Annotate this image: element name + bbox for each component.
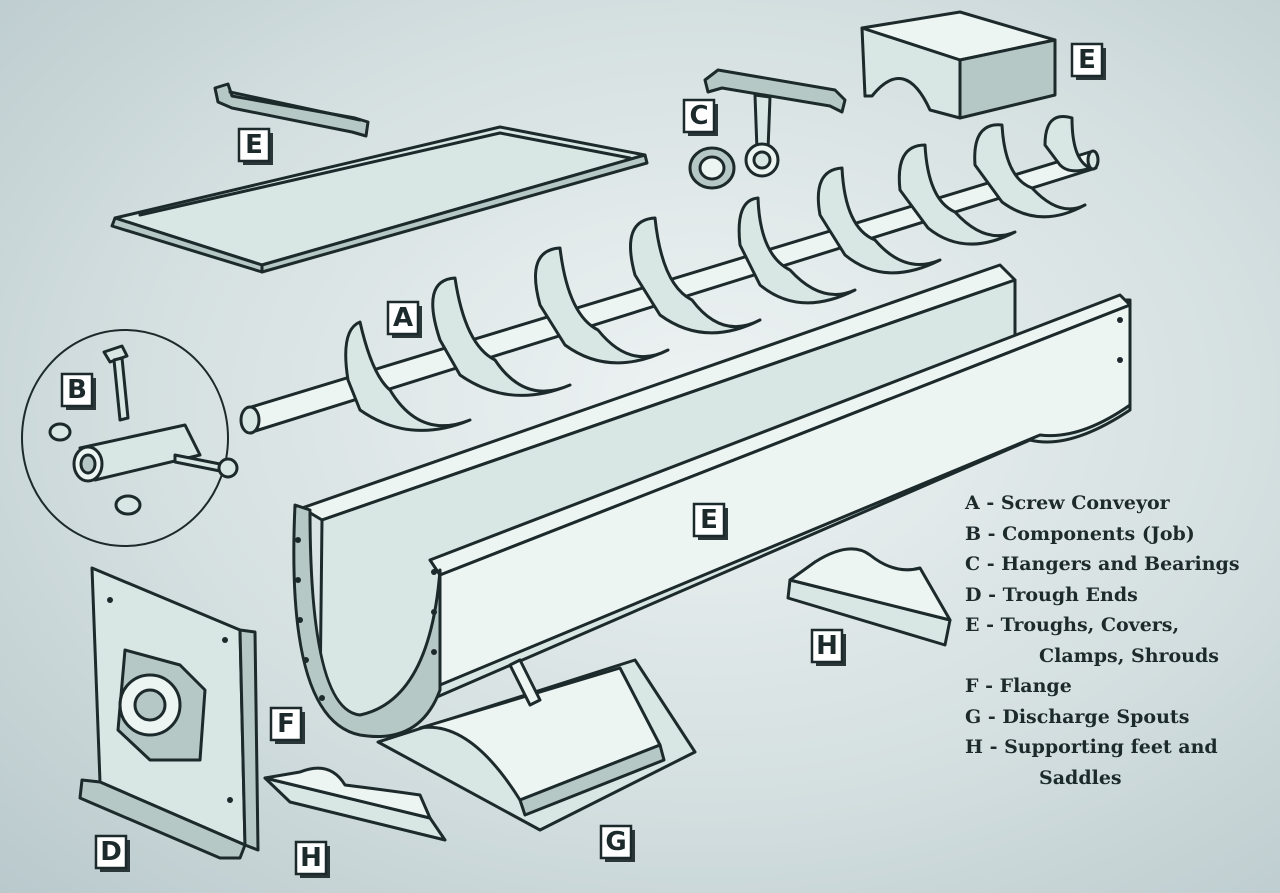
components-inset	[21, 329, 239, 547]
hanger-bracket	[703, 68, 847, 178]
trough-end	[78, 566, 260, 860]
legend-item: D - Trough Ends	[965, 583, 1138, 606]
svg-text:A: A	[393, 303, 413, 333]
svg-text:E: E	[245, 130, 263, 160]
svg-text:C: C	[689, 101, 708, 131]
svg-text:D: D	[100, 837, 122, 867]
svg-text:H: H	[816, 631, 838, 661]
legend-item: C - Hangers and Bearings	[965, 553, 1240, 575]
screw-conveyor	[239, 115, 1100, 435]
svg-text:H: H	[300, 843, 322, 873]
trough-shroud	[860, 10, 1057, 120]
legend-item: B - Components (Job)	[965, 522, 1195, 545]
label-spout: G	[599, 824, 635, 862]
legend-item: F - Flange	[965, 675, 1072, 697]
legend-item-continued: Clamps, Shrouds	[1039, 644, 1219, 667]
label-hanger: C	[682, 98, 718, 136]
trough-cover	[110, 125, 649, 274]
label-shroud: E	[1070, 42, 1106, 80]
parts-legend: A - Screw Conveyor B - Components (Job) …	[965, 488, 1265, 793]
supporting-foot-left	[263, 766, 447, 842]
discharge-spout	[376, 658, 697, 832]
label-trough: E	[692, 502, 728, 540]
legend-item: E - Troughs, Covers,	[965, 614, 1180, 636]
svg-text:E: E	[700, 505, 718, 535]
label-cover-clamp: E	[237, 127, 273, 165]
legend-item: H - Supporting feet and	[965, 736, 1218, 758]
label-screw: A	[386, 300, 422, 338]
trough	[292, 263, 1132, 738]
svg-text:F: F	[277, 709, 295, 739]
label-trough-end: D	[94, 834, 130, 872]
svg-text:E: E	[1078, 45, 1096, 75]
svg-text:G: G	[605, 827, 626, 857]
label-foot-left: H	[294, 840, 330, 878]
legend-item: G - Discharge Spouts	[965, 705, 1190, 728]
legend-item-continued: Saddles	[1039, 766, 1122, 789]
legend-item: A - Screw Conveyor	[965, 492, 1170, 514]
label-flange: F	[269, 706, 305, 744]
cover-clamp	[213, 82, 370, 138]
hanger-bearing	[688, 146, 736, 190]
label-foot-right: H	[810, 628, 846, 666]
svg-text:B: B	[67, 375, 87, 405]
supporting-foot-right	[786, 547, 952, 647]
label-components: B	[60, 372, 96, 410]
